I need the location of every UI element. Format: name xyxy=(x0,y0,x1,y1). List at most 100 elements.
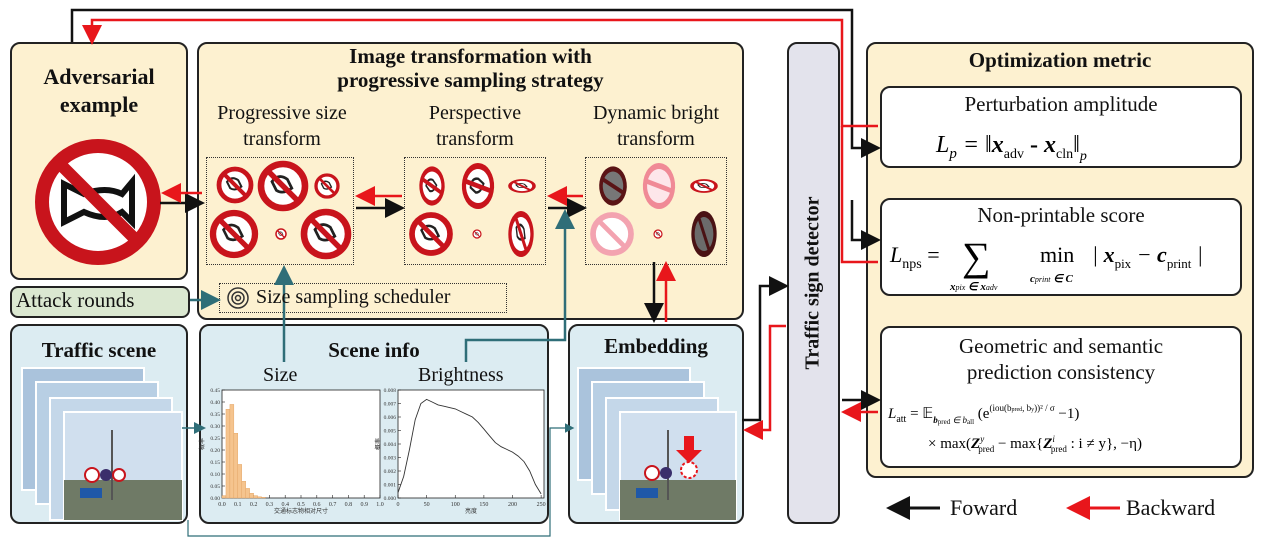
scheduler-label: Size sampling scheduler xyxy=(256,286,451,308)
transform-title-line2: progressive sampling strategy xyxy=(337,68,604,92)
x-tick-label: 0.1 xyxy=(234,502,242,508)
x-tick-label: 0 xyxy=(397,502,400,508)
x-axis-label: 亮度 xyxy=(465,507,477,515)
x-tick-label: 0.2 xyxy=(250,502,258,508)
geo-box xyxy=(880,326,1242,468)
y-tick-label: 0.20 xyxy=(210,448,220,454)
size-sign-icon-2 xyxy=(261,164,305,208)
y-tick-label: 0.35 xyxy=(210,412,220,418)
perspective-sign-icon-1 xyxy=(418,164,446,208)
x-tick-label: 0.5 xyxy=(297,502,305,508)
x-tick-label: 0.8 xyxy=(345,502,353,508)
bright-sign-icon-3 xyxy=(690,178,718,194)
x-tick-label: 0.0 xyxy=(218,502,226,508)
nps-box xyxy=(880,198,1242,296)
size-sign-icon-5 xyxy=(275,228,287,240)
attack-rounds-label: Attack rounds xyxy=(16,288,135,312)
y-axis-label: 概率 xyxy=(374,438,382,450)
histogram-bar xyxy=(241,481,246,499)
size-sign-icon-1 xyxy=(219,169,251,201)
backward-arrow-top-loop xyxy=(82,18,878,128)
perspective-transform-label-line2: transform xyxy=(436,128,514,150)
x-tick-label: 0.9 xyxy=(360,502,368,508)
adversarial-sign-icon xyxy=(35,139,161,265)
svg-text:Latt = 𝔼bpred ∈ ball (e(iou(b: Latt = 𝔼bpred ∈ ball (e(iou(bpred, by))²… xyxy=(887,403,1079,426)
perspective-sign-icon-6 xyxy=(508,210,535,259)
y-tick-label: 0.30 xyxy=(210,424,220,430)
histogram-bar xyxy=(221,495,227,499)
optimization-title: Optimization metric xyxy=(968,48,1152,72)
size-sign-icon-4 xyxy=(213,213,255,255)
perturbation-formula: Lp = ‖xadv - xcln‖p xyxy=(935,132,1087,164)
chart-plot-area xyxy=(221,389,381,499)
x-axis-label: 交通标志物相对尺寸 xyxy=(274,507,328,515)
y-tick-label: 0.008 xyxy=(384,388,397,394)
x-tick-label: 0.6 xyxy=(313,502,321,508)
histogram-bar xyxy=(261,497,266,499)
y-tick-label: 0.00 xyxy=(210,496,220,502)
embedding-images xyxy=(577,367,737,521)
svg-text:xpix ∈ xadv: xpix ∈ xadv xyxy=(949,281,998,293)
y-tick-label: 0.004 xyxy=(384,442,397,448)
x-tick-label: 0.3 xyxy=(266,502,274,508)
nps-label: Non-printable score xyxy=(977,203,1145,227)
y-tick-label: 0.15 xyxy=(210,460,220,466)
y-tick-label: 0.007 xyxy=(384,402,397,408)
y-axis-label: 概率 xyxy=(198,438,206,450)
embedding-title: Embedding xyxy=(604,334,708,358)
y-tick-label: 0.05 xyxy=(210,484,220,490)
x-tick-label: 50 xyxy=(424,502,430,508)
backward-arrow-detector-to-embed xyxy=(743,324,786,440)
adversarial-title-line2: example xyxy=(59,92,139,117)
histogram-bar xyxy=(253,495,258,499)
x-tick-label: 1.0 xyxy=(376,502,384,508)
svg-text:| xpix − cprint |: | xpix − cprint | xyxy=(1092,242,1203,271)
histogram-bar xyxy=(237,464,242,499)
backward-arrow-nps xyxy=(840,126,878,264)
forward-arrow-embed-to-detector xyxy=(742,276,789,422)
histogram-bar xyxy=(229,404,235,499)
size-sign-icon-6 xyxy=(304,212,348,256)
bright-sign-icon-5 xyxy=(653,229,663,239)
y-tick-label: 0.000 xyxy=(384,496,397,502)
scene-to-embed-arrow xyxy=(187,423,575,537)
legend-forward-label: Foward xyxy=(950,495,1018,520)
x-tick-label: 0.7 xyxy=(329,502,337,508)
perspective-transform-label: Perspective xyxy=(428,102,522,124)
attack-rounds-box xyxy=(10,286,190,318)
perspective-sign-icon-2 xyxy=(459,159,497,214)
scene-info-title: Scene info xyxy=(328,338,420,362)
size-transform-label-line2: transform xyxy=(243,128,321,150)
y-tick-label: 0.003 xyxy=(384,456,397,462)
perspective-sign-icon-5 xyxy=(472,229,482,239)
chart-plot-area xyxy=(397,389,545,499)
traffic-scene-images xyxy=(21,367,183,521)
y-tick-label: 0.006 xyxy=(384,415,397,421)
detector-label: Traffic sign detector xyxy=(801,196,824,370)
perturbation-label: Perturbation amplitude xyxy=(964,92,1158,116)
svg-text:Lnps =: Lnps = xyxy=(889,242,940,272)
y-tick-label: 0.001 xyxy=(384,483,397,489)
bright-sign-icon-2 xyxy=(642,163,676,209)
forward-arrow-top-loop xyxy=(70,8,881,158)
x-tick-label: 200 xyxy=(508,502,517,508)
size-transform-label: Progressive size xyxy=(217,102,347,124)
histogram-bar xyxy=(257,496,262,499)
forward-arrow-nps-in xyxy=(850,200,881,250)
adversarial-title: Adversarial xyxy=(43,64,155,89)
bright-sign-icon-6 xyxy=(691,211,717,257)
geo-label: Geometric and semantic xyxy=(958,334,1164,358)
x-tick-label: 100 xyxy=(451,502,460,508)
x-tick-label: 250 xyxy=(537,502,546,508)
size-transform-group xyxy=(206,157,354,265)
nps-formula: Lnps = ∑ xpix ∈ xadv min cprint ∈ C | xp… xyxy=(889,234,1203,293)
bright-sign-icon-4 xyxy=(590,212,634,256)
y-tick-label: 0.002 xyxy=(384,469,397,475)
bright-transform-label-line2: transform xyxy=(617,128,695,150)
histogram-bar xyxy=(245,488,250,499)
histogram-bar xyxy=(249,493,254,499)
